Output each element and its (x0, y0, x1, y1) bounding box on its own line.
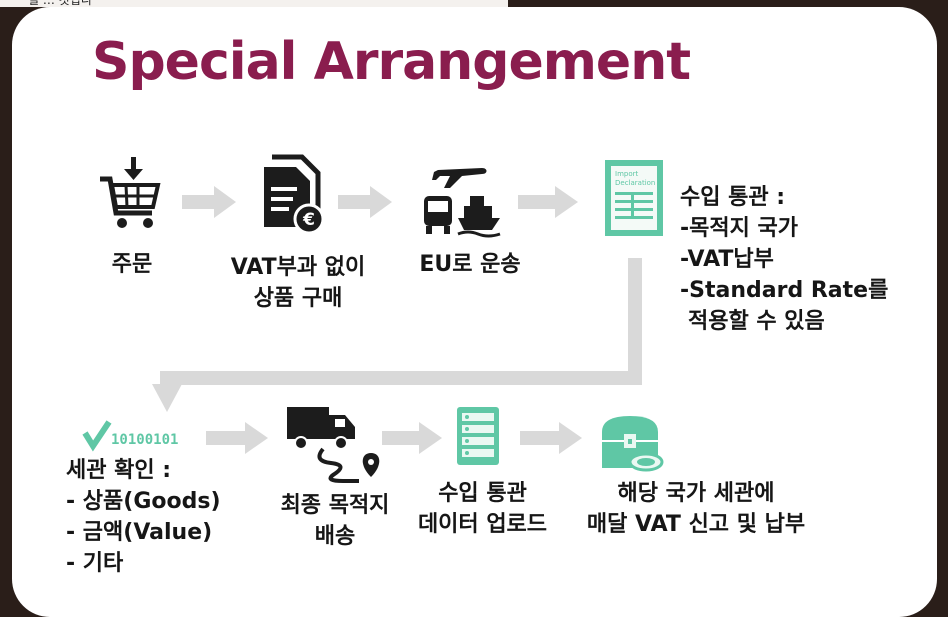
server-rack-icon (457, 407, 499, 465)
step-final-delivery-label: 최종 목적지 배송 (265, 490, 405, 552)
customs-check-line3: - 기타 (66, 551, 124, 576)
import-clearance-line1: -목적지 국가 (680, 216, 798, 241)
shopping-cart-download-icon (100, 157, 161, 228)
arrow-transport-to-import (518, 186, 578, 218)
import-declaration-document-icon: Import Declaration (605, 160, 663, 236)
step-order-text: 주문 (111, 252, 153, 277)
step-purchase-label: VAT부과 없이 상품 구매 (215, 252, 381, 314)
background-strip-text: 될 … 것입니 (28, 0, 92, 7)
step-purchase-line1: VAT부과 없이 (230, 255, 366, 280)
step-transport-text: EU로 운송 (419, 252, 521, 277)
step-purchase-line2: 상품 구매 (253, 286, 343, 311)
svg-text:Import: Import (615, 170, 638, 178)
step-transport-label: EU로 운송 (405, 249, 535, 280)
step-monthly-payment-label: 해당 국가 세관에 매달 VAT 신고 및 납부 (566, 478, 826, 540)
import-clearance-line3: -Standard Rate를 (680, 278, 889, 303)
delivery-truck-route-icon (287, 407, 380, 483)
data-upload-line1: 수입 통관 (438, 481, 527, 506)
import-clearance-heading: 수입 통관 : (680, 185, 786, 210)
customs-check-line1: - 상품(Goods) (66, 489, 221, 514)
background-strip: 될 … 것입니 (0, 0, 508, 7)
data-upload-line2: 데이터 업로드 (417, 512, 548, 537)
monthly-payment-line1: 해당 국가 세관에 (617, 481, 775, 506)
euro-invoice-icon: € (264, 154, 325, 235)
treasure-chest-coin-icon (602, 416, 664, 472)
final-delivery-line1: 최종 목적지 (280, 493, 390, 518)
svg-text:€: € (302, 210, 315, 230)
import-clearance-line2: -VAT납부 (680, 247, 774, 272)
customs-check-line2: - 금액(Value) (66, 520, 213, 545)
arrow-order-to-purchase (182, 186, 236, 218)
import-clearance-line4: 적용할 수 있음 (688, 309, 825, 334)
svg-text:Declaration: Declaration (615, 179, 655, 187)
page-title: Special Arrangement (92, 32, 691, 92)
final-delivery-line2: 배송 (314, 524, 356, 549)
customs-check-heading: 세관 확인 : (66, 458, 172, 483)
step-data-upload-label: 수입 통관 데이터 업로드 (405, 478, 560, 540)
checkmark-binary-icon: 10100101 (82, 420, 178, 452)
arrow-customs-to-delivery (206, 422, 268, 454)
svg-text:10100101: 10100101 (111, 432, 178, 448)
monthly-payment-line2: 매달 VAT 신고 및 납부 (586, 512, 806, 537)
arrow-return-path (152, 258, 642, 412)
plane-truck-ship-icon (424, 168, 501, 238)
step-customs-check-label: 세관 확인 : - 상품(Goods) - 금액(Value) - 기타 (66, 455, 221, 579)
content-panel (12, 7, 937, 617)
arrow-upload-to-payment (520, 422, 582, 454)
arrow-delivery-to-upload (382, 422, 442, 454)
arrow-purchase-to-transport (338, 186, 392, 218)
step-import-clearance-label: 수입 통관 : -목적지 국가 -VAT납부 -Standard Rate를 적… (680, 182, 888, 337)
step-order-label: 주문 (97, 249, 167, 280)
